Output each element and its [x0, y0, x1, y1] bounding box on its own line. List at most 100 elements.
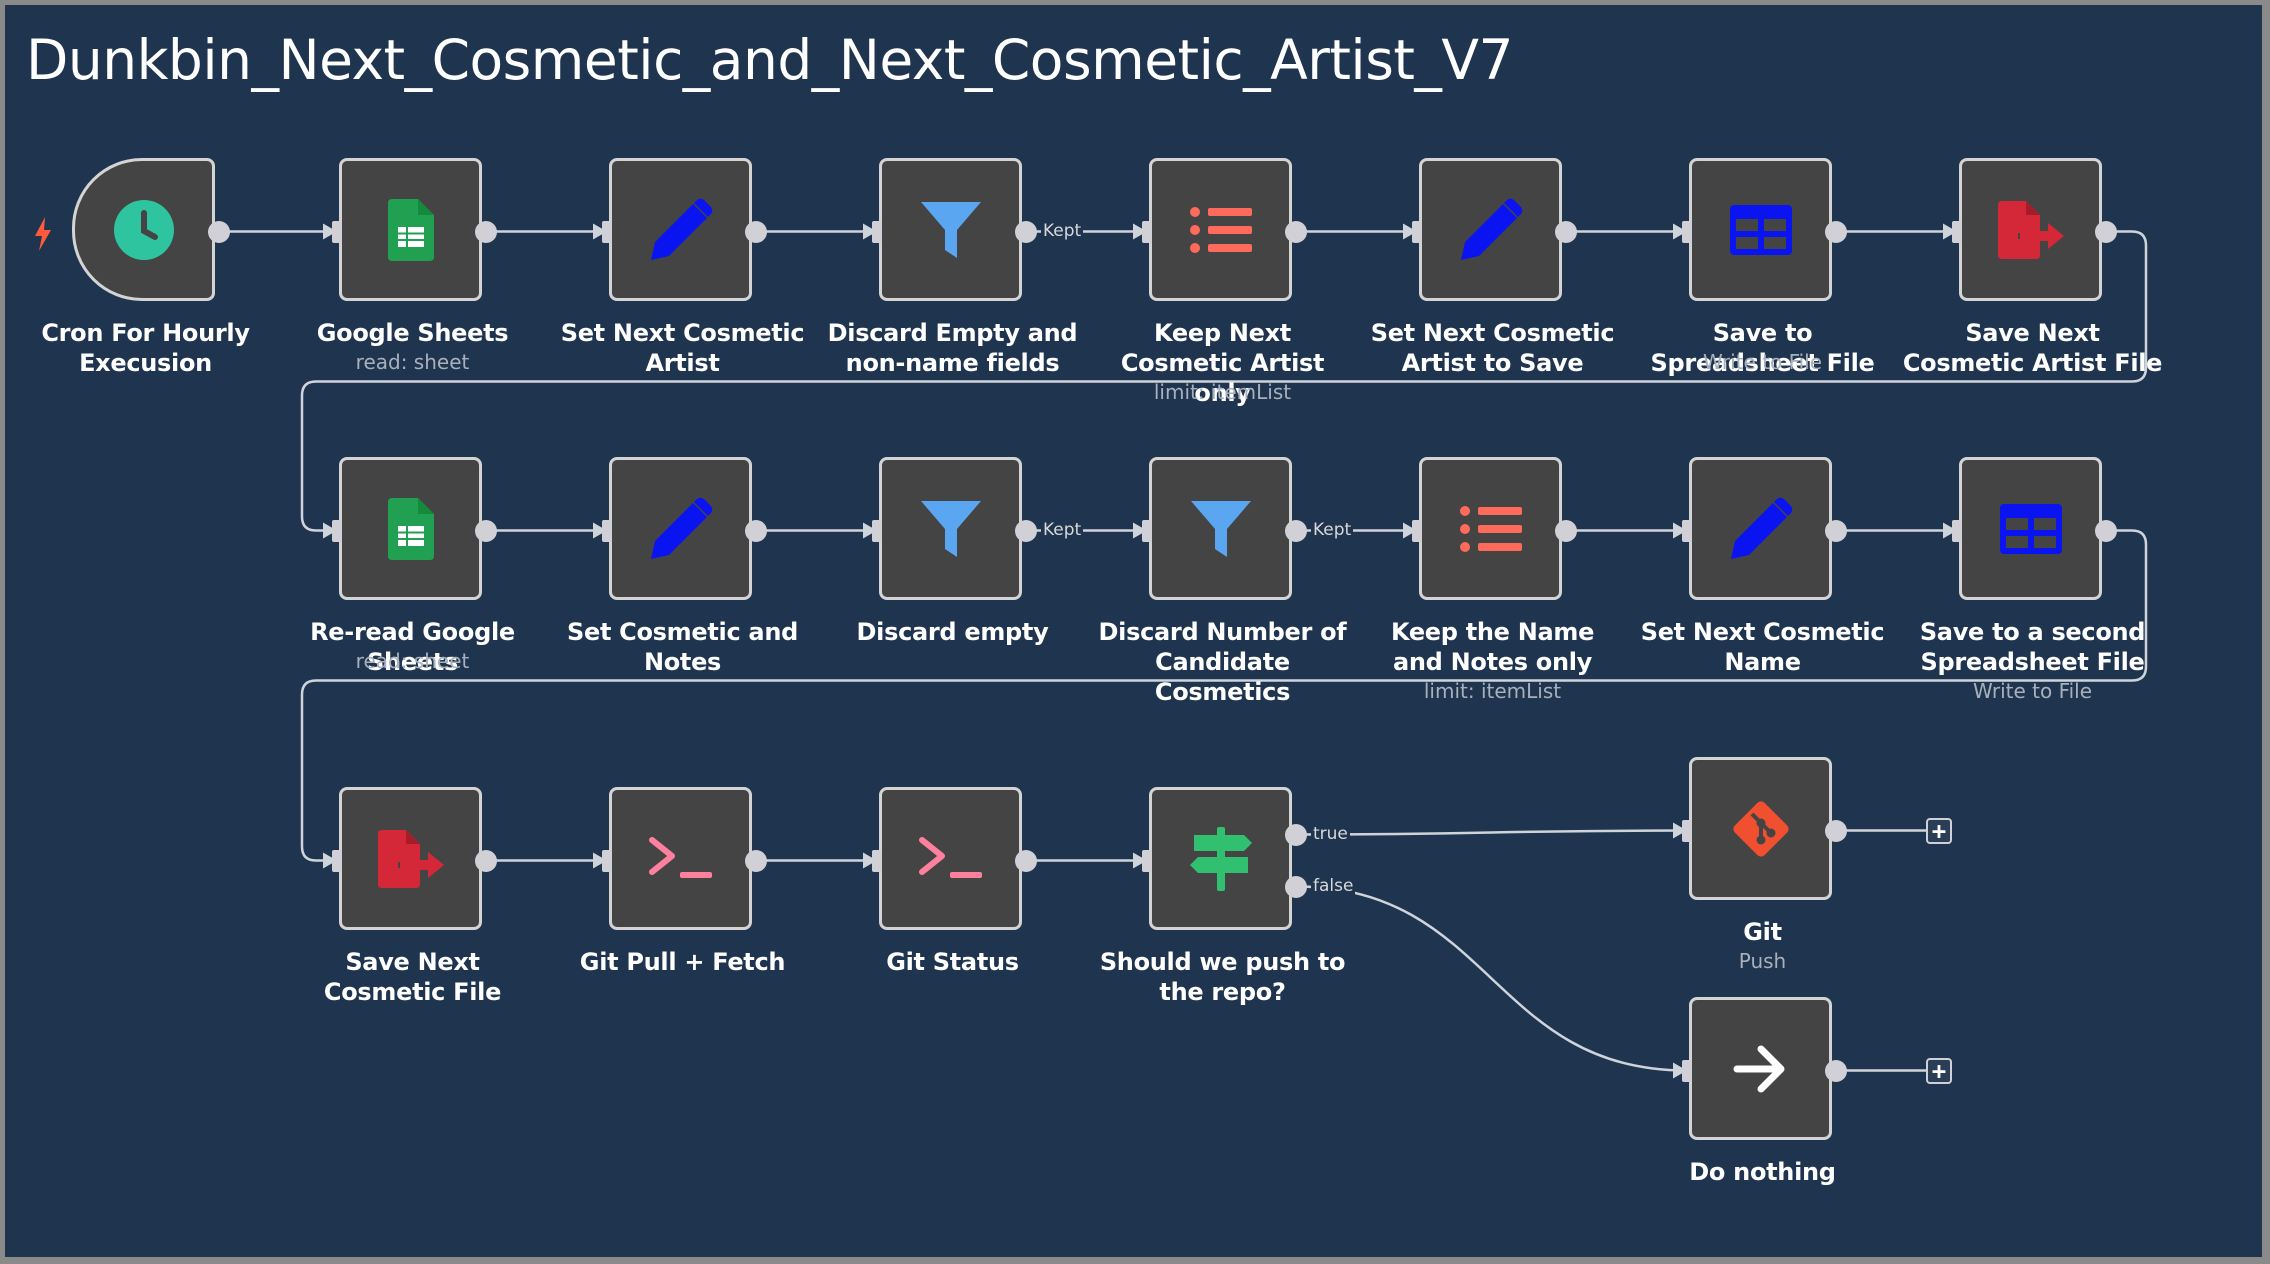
- node-label: Re-read Google Sheets: [310, 618, 515, 676]
- output-port-false[interactable]: [1285, 875, 1307, 898]
- output-port-true[interactable]: [1285, 823, 1307, 846]
- connection-arrow: [323, 852, 337, 869]
- node-label: Cron For Hourly Execusion: [41, 319, 250, 377]
- clock-icon: [75, 161, 212, 298]
- input-port[interactable]: [872, 519, 882, 542]
- output-port[interactable]: [1825, 1059, 1847, 1082]
- input-port[interactable]: [1682, 519, 1692, 542]
- connection-label-kept: Kept: [1311, 519, 1354, 540]
- node-save-next-cosmetic-artist-file[interactable]: [1959, 158, 2102, 301]
- input-port[interactable]: [872, 220, 882, 243]
- node-save-to-a-second-spreadsheet-file[interactable]: [1959, 457, 2102, 600]
- output-port[interactable]: [745, 849, 767, 872]
- node-discard-number-of-candidate-cosmetics[interactable]: [1149, 457, 1292, 600]
- output-port[interactable]: [208, 220, 230, 243]
- node-subtitle: Push: [1738, 949, 1787, 973]
- output-port[interactable]: [1015, 849, 1037, 872]
- input-port[interactable]: [332, 519, 342, 542]
- connection-arrow: [593, 522, 607, 539]
- input-port[interactable]: [1682, 1059, 1692, 1082]
- output-port[interactable]: [1825, 519, 1847, 542]
- node-do-nothing[interactable]: [1689, 997, 1832, 1140]
- output-port[interactable]: [1285, 220, 1307, 243]
- connection-arrow: [323, 223, 337, 240]
- node-should-we-push-to-the-repo[interactable]: [1149, 787, 1292, 930]
- node-keep-the-name-and-notes-only[interactable]: [1419, 457, 1562, 600]
- node-label: Set Cosmetic and Notes: [566, 618, 798, 676]
- input-port[interactable]: [1142, 220, 1152, 243]
- node-subtitle: limit: itemList: [1423, 679, 1562, 703]
- input-port[interactable]: [1142, 519, 1152, 542]
- node-git-status[interactable]: [879, 787, 1022, 930]
- pencil-icon: [612, 460, 749, 597]
- file-export-icon: [342, 790, 479, 927]
- node-label: Save Next Cosmetic File: [323, 948, 502, 1006]
- file-export-icon: [1962, 161, 2099, 298]
- input-port[interactable]: [602, 849, 612, 872]
- output-port[interactable]: [1555, 220, 1577, 243]
- trigger-bolt-icon: [35, 217, 51, 251]
- add-node-button[interactable]: +: [1926, 817, 1952, 844]
- input-port[interactable]: [1682, 819, 1692, 842]
- input-port[interactable]: [1412, 519, 1422, 542]
- node-discard-empty[interactable]: [879, 457, 1022, 600]
- node-discard-empty-and-non-name-fields[interactable]: [879, 158, 1022, 301]
- node-cron-for-hourly-execusion[interactable]: [72, 158, 215, 301]
- node-set-next-cosmetic-artist-to-save[interactable]: [1419, 158, 1562, 301]
- node-re-read-google-sheets[interactable]: [339, 457, 482, 600]
- output-port[interactable]: [1015, 220, 1037, 243]
- node-keep-next-cosmetic-artist-only[interactable]: [1149, 158, 1292, 301]
- connection-n15-n16: [300, 529, 2148, 862]
- output-port[interactable]: [745, 220, 767, 243]
- connection-arrow: [1673, 1062, 1687, 1079]
- input-port[interactable]: [1412, 220, 1422, 243]
- connection-arrow: [1133, 223, 1147, 240]
- connection-label-false: false: [1311, 875, 1356, 896]
- input-port[interactable]: [602, 220, 612, 243]
- output-port[interactable]: [1015, 519, 1037, 542]
- node-git[interactable]: [1689, 757, 1832, 900]
- node-set-next-cosmetic-artist[interactable]: [609, 158, 752, 301]
- node-save-next-cosmetic-file[interactable]: [339, 787, 482, 930]
- node-label: Git Pull + Fetch: [579, 948, 786, 976]
- connection-arrow: [1673, 522, 1687, 539]
- output-port[interactable]: [2095, 519, 2117, 542]
- output-port[interactable]: [1825, 819, 1847, 842]
- node-git-pull-fetch[interactable]: [609, 787, 752, 930]
- node-label: Discard Empty and non-name fields: [827, 319, 1078, 377]
- connection-arrow: [593, 223, 607, 240]
- input-port[interactable]: [872, 849, 882, 872]
- connection-arrow: [1673, 223, 1687, 240]
- input-port[interactable]: [1952, 220, 1962, 243]
- input-port[interactable]: [1952, 519, 1962, 542]
- node-label: Do nothing: [1689, 1158, 1836, 1186]
- node-label: Keep Next Cosmetic Artist only: [1120, 319, 1325, 407]
- signpost-icon: [1152, 790, 1289, 927]
- connection-arrow: [593, 852, 607, 869]
- node-save-to-spreadsheet-file[interactable]: [1689, 158, 1832, 301]
- list-icon: [1152, 161, 1289, 298]
- input-port[interactable]: [602, 519, 612, 542]
- node-set-next-cosmetic-name[interactable]: [1689, 457, 1832, 600]
- node-subtitle: Write to File: [1972, 679, 2093, 703]
- input-port[interactable]: [1682, 220, 1692, 243]
- add-node-button[interactable]: +: [1926, 1057, 1952, 1084]
- node-label: Save Next Cosmetic Artist File: [1902, 319, 2163, 377]
- connection-label-true: true: [1311, 823, 1350, 844]
- output-port[interactable]: [475, 220, 497, 243]
- output-port[interactable]: [475, 519, 497, 542]
- output-port[interactable]: [1825, 220, 1847, 243]
- node-google-sheets[interactable]: [339, 158, 482, 301]
- output-port[interactable]: [2095, 220, 2117, 243]
- input-port[interactable]: [1142, 849, 1152, 872]
- node-label: Keep the Name and Notes only: [1390, 618, 1595, 676]
- input-port[interactable]: [332, 849, 342, 872]
- output-port[interactable]: [1285, 519, 1307, 542]
- output-port[interactable]: [475, 849, 497, 872]
- output-port[interactable]: [1555, 519, 1577, 542]
- workflow-canvas[interactable]: Dunkbin_Next_Cosmetic_and_Next_Cosmetic_…: [5, 5, 2262, 1257]
- output-port[interactable]: [745, 519, 767, 542]
- node-subtitle: read: sheet: [355, 649, 470, 673]
- input-port[interactable]: [332, 220, 342, 243]
- node-set-cosmetic-and-notes[interactable]: [609, 457, 752, 600]
